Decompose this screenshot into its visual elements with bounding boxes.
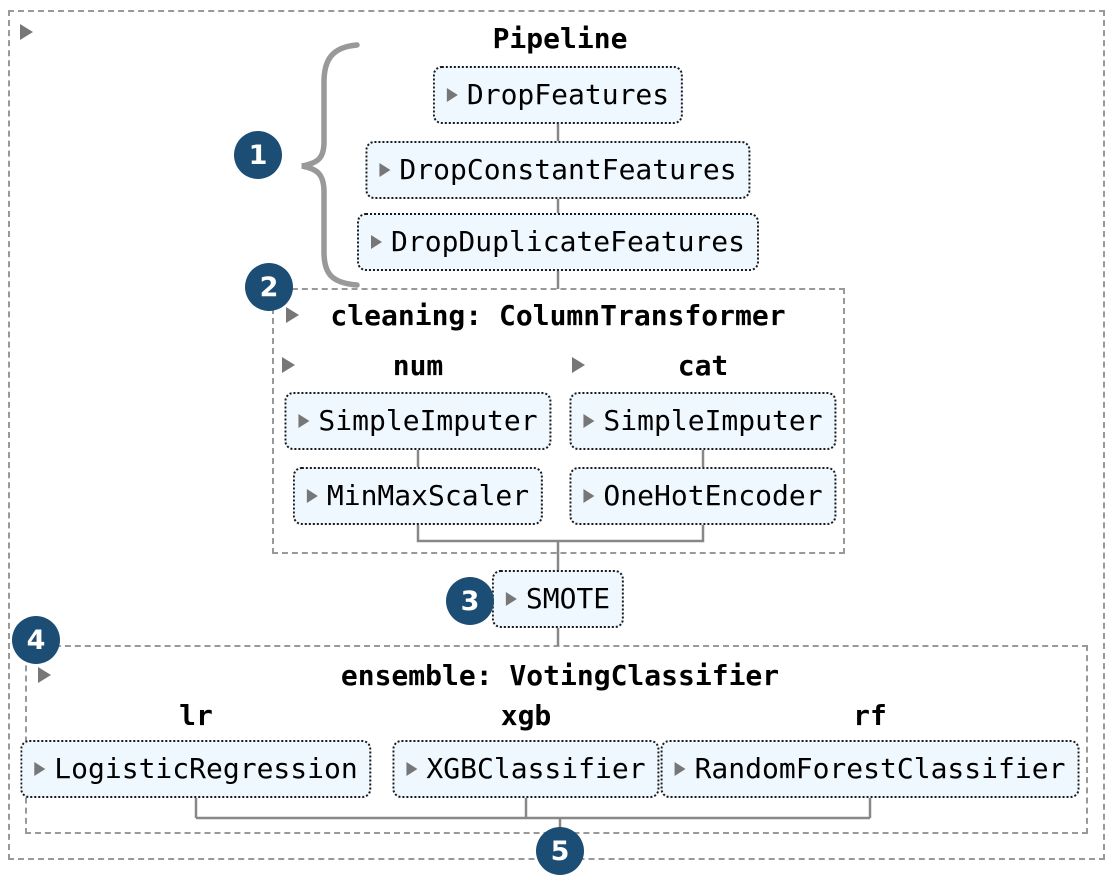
pipeline-title[interactable]: Pipeline xyxy=(492,22,628,55)
votingclassifier-toggle-icon[interactable] xyxy=(38,667,51,683)
caret-right-icon xyxy=(370,235,382,249)
callout-badge-2: 2 xyxy=(245,263,293,311)
columntransformer-title[interactable]: cleaning: ColumnTransformer xyxy=(330,299,786,332)
brace-icon xyxy=(301,42,360,288)
estimator-label: DropDuplicateFeatures xyxy=(390,225,746,258)
estimator-box-minmaxscaler[interactable]: MinMaxScaler xyxy=(292,467,544,525)
estimator-box-smote[interactable]: SMOTE xyxy=(491,570,625,628)
estimator-box-simpleimputer-num[interactable]: SimpleImputer xyxy=(284,392,552,450)
caret-right-icon xyxy=(505,592,517,606)
callout-badge-1: 1 xyxy=(234,131,282,179)
estimator-label: SimpleImputer xyxy=(318,404,538,437)
caret-right-icon xyxy=(406,762,418,776)
caret-right-icon xyxy=(446,88,458,102)
callout-badge-4: 4 xyxy=(12,616,60,664)
estimator-box-randomforestclassifier[interactable]: RandomForestClassifier xyxy=(660,740,1080,798)
caret-right-icon xyxy=(306,489,318,503)
estimator-label: DropFeatures xyxy=(466,78,670,111)
estimator-label: XGBClassifier xyxy=(426,752,646,785)
votingclassifier-title[interactable]: ensemble: VotingClassifier xyxy=(340,659,780,692)
pipeline-toggle-icon[interactable] xyxy=(20,24,33,40)
estimator-label: SimpleImputer xyxy=(603,404,823,437)
estimator-box-dropduplicatefeatures[interactable]: DropDuplicateFeatures xyxy=(356,213,760,271)
estimator-label: OneHotEncoder xyxy=(603,479,823,512)
caret-right-icon xyxy=(34,762,46,776)
callout-badge-5: 5 xyxy=(536,827,584,875)
estimator-box-xgbclassifier[interactable]: XGBClassifier xyxy=(392,740,660,798)
estimator-box-logisticregression[interactable]: LogisticRegression xyxy=(20,740,372,798)
column-num-toggle-icon[interactable] xyxy=(282,357,295,373)
columntransformer-toggle-icon[interactable] xyxy=(286,307,299,323)
estimator-box-dropconstantfeatures[interactable]: DropConstantFeatures xyxy=(365,141,751,199)
estimator-box-dropfeatures[interactable]: DropFeatures xyxy=(432,66,684,124)
column-rf-title[interactable]: rf xyxy=(853,699,887,732)
estimator-label: MinMaxScaler xyxy=(326,479,530,512)
callout-badge-3: 3 xyxy=(446,577,494,625)
column-cat-title[interactable]: cat xyxy=(677,349,729,382)
estimator-box-onehotencoder[interactable]: OneHotEncoder xyxy=(569,467,837,525)
column-cat-toggle-icon[interactable] xyxy=(572,357,585,373)
estimator-label: SMOTE xyxy=(525,582,611,615)
caret-right-icon xyxy=(379,163,391,177)
caret-right-icon xyxy=(583,414,595,428)
estimator-label: DropConstantFeatures xyxy=(399,153,737,186)
estimator-box-simpleimputer-cat[interactable]: SimpleImputer xyxy=(569,392,837,450)
caret-right-icon xyxy=(583,489,595,503)
caret-right-icon xyxy=(298,414,310,428)
estimator-label: LogisticRegression xyxy=(54,752,358,785)
caret-right-icon xyxy=(674,762,686,776)
column-num-title[interactable]: num xyxy=(392,349,444,382)
column-xgb-title[interactable]: xgb xyxy=(500,699,552,732)
estimator-label: RandomForestClassifier xyxy=(694,752,1066,785)
column-lr-title[interactable]: lr xyxy=(179,699,213,732)
